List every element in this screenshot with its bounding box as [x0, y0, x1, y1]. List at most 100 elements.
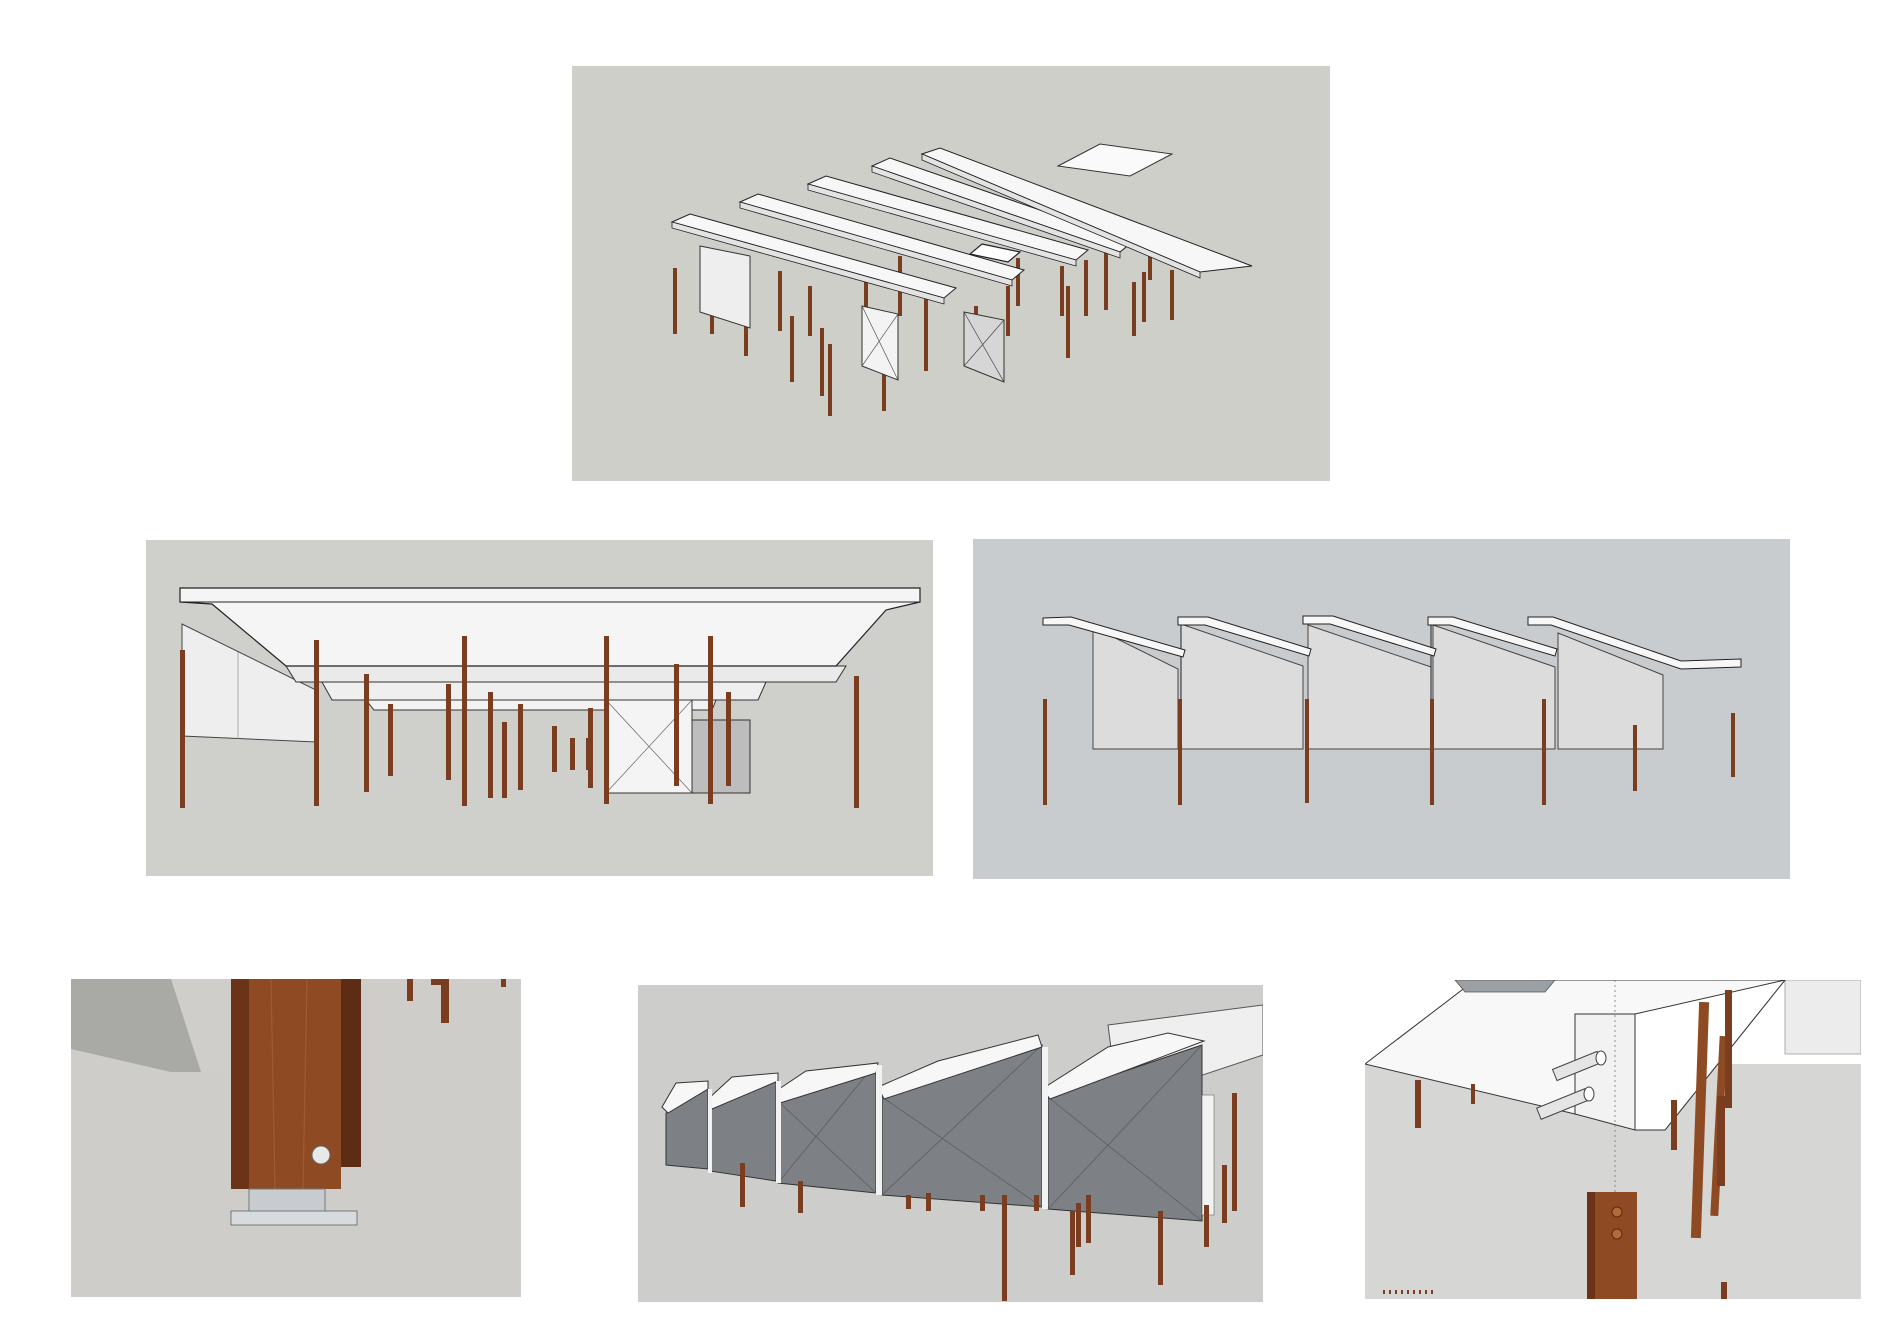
roof-profile — [1427, 616, 1558, 657]
column-face — [1042, 1047, 1048, 1209]
timber-post — [462, 636, 467, 806]
timber-post — [708, 636, 713, 804]
wood-grain — [270, 979, 276, 1190]
skylight-slab — [1056, 143, 1174, 177]
timber-post-back — [341, 979, 361, 1167]
timber-post — [1006, 286, 1010, 336]
distant-post — [1471, 1084, 1475, 1104]
timber-posts — [180, 636, 859, 808]
steel-dowel — [1535, 1086, 1595, 1120]
brace-line — [963, 319, 1005, 367]
timber-post — [1430, 699, 1434, 805]
timber-post — [1158, 1211, 1163, 1285]
timber-post — [1148, 246, 1152, 280]
timber-post — [864, 266, 868, 316]
steel-dowel — [1551, 1050, 1607, 1082]
timber-post — [364, 674, 369, 792]
roof-post-joint-detail-panel — [1365, 980, 1861, 1299]
roof-fascia — [661, 1080, 709, 1114]
timber-post — [1717, 1096, 1725, 1186]
timber-post-side — [1587, 1192, 1595, 1299]
roof-profile — [1042, 616, 1186, 658]
timber-post — [1305, 699, 1309, 803]
timber-post — [1086, 1195, 1091, 1243]
roof-profile — [1527, 616, 1742, 670]
timber-post — [604, 636, 609, 804]
shear-wall — [699, 245, 751, 329]
roof-slab-far — [321, 681, 767, 701]
wood-grain — [302, 979, 308, 1190]
roof-fascia — [877, 1034, 1043, 1100]
distant-post — [431, 979, 443, 985]
column-face — [876, 1065, 882, 1195]
slab-end-block — [1574, 1013, 1636, 1131]
interior-perspective-panel — [146, 540, 933, 876]
timber-post — [1066, 286, 1070, 358]
timber-post — [446, 684, 451, 780]
timber-post — [820, 328, 824, 396]
post-base-detail-drawing — [71, 979, 521, 1297]
timber-post — [1671, 1100, 1677, 1150]
roof-post-joint-detail-drawing — [1365, 980, 1861, 1299]
timber-post — [790, 316, 794, 382]
timber-post — [1043, 699, 1047, 805]
panel-background — [572, 66, 1330, 481]
timber-posts — [1043, 699, 1735, 805]
timber-post — [1084, 260, 1088, 316]
timber-post — [808, 286, 812, 336]
brace-line — [1047, 1044, 1203, 1210]
roof-slab-edge — [807, 183, 1077, 267]
timber-post — [570, 738, 575, 770]
brace-line — [861, 313, 899, 367]
braced-wall-panel — [691, 719, 751, 794]
skylight-opening — [968, 243, 1022, 263]
roof-profile — [1302, 615, 1437, 657]
timber-post — [740, 1163, 745, 1207]
brace-line — [777, 1062, 877, 1184]
side-elevation-drawing — [973, 539, 1790, 879]
roof-slab-edge — [871, 165, 1121, 259]
timber-post — [1170, 270, 1174, 320]
roof-slab-edge — [671, 221, 945, 305]
timber-post — [1232, 1093, 1237, 1211]
column-face — [708, 1089, 712, 1173]
timber-post — [1002, 1207, 1007, 1301]
skylight-frame — [1454, 980, 1556, 993]
brace-line — [1047, 1096, 1203, 1222]
timber-post — [798, 1181, 803, 1213]
timber-post — [1034, 1195, 1039, 1211]
timber-post — [488, 692, 493, 798]
timber-post — [1016, 258, 1020, 306]
dowel-hole — [1611, 1206, 1623, 1218]
timber-post — [1132, 282, 1136, 336]
timber-post — [1178, 699, 1182, 805]
distant-post — [441, 979, 449, 1023]
roof-profile — [1177, 616, 1312, 657]
axonometric-overview-drawing — [572, 66, 1330, 481]
timber-post — [1104, 246, 1108, 310]
timber-post — [726, 692, 731, 786]
timber-post-side — [231, 979, 249, 1189]
timber-post — [518, 704, 523, 790]
brace-line — [881, 1096, 1043, 1208]
timber-post — [1725, 990, 1732, 1108]
brace-line — [963, 311, 1005, 383]
sawtooth-wall — [1557, 632, 1664, 750]
timber-post — [1542, 699, 1546, 805]
concrete-slab-edge — [171, 979, 231, 1072]
brace-line — [881, 1044, 1043, 1196]
dowel-hole — [1611, 1228, 1623, 1240]
timber-post — [828, 344, 832, 416]
timber-post — [1142, 272, 1146, 322]
timber-post — [1690, 1001, 1710, 1239]
brace-line — [777, 1100, 877, 1194]
timber-post — [673, 268, 677, 334]
timber-post — [854, 676, 859, 808]
timber-post — [778, 271, 782, 331]
end-wall — [1201, 1094, 1215, 1216]
timber-post — [314, 640, 319, 806]
roof-slab-far — [285, 665, 847, 683]
timber-post — [1070, 1211, 1075, 1275]
timber-post — [926, 1193, 931, 1211]
steel-base-plate — [248, 1188, 326, 1212]
